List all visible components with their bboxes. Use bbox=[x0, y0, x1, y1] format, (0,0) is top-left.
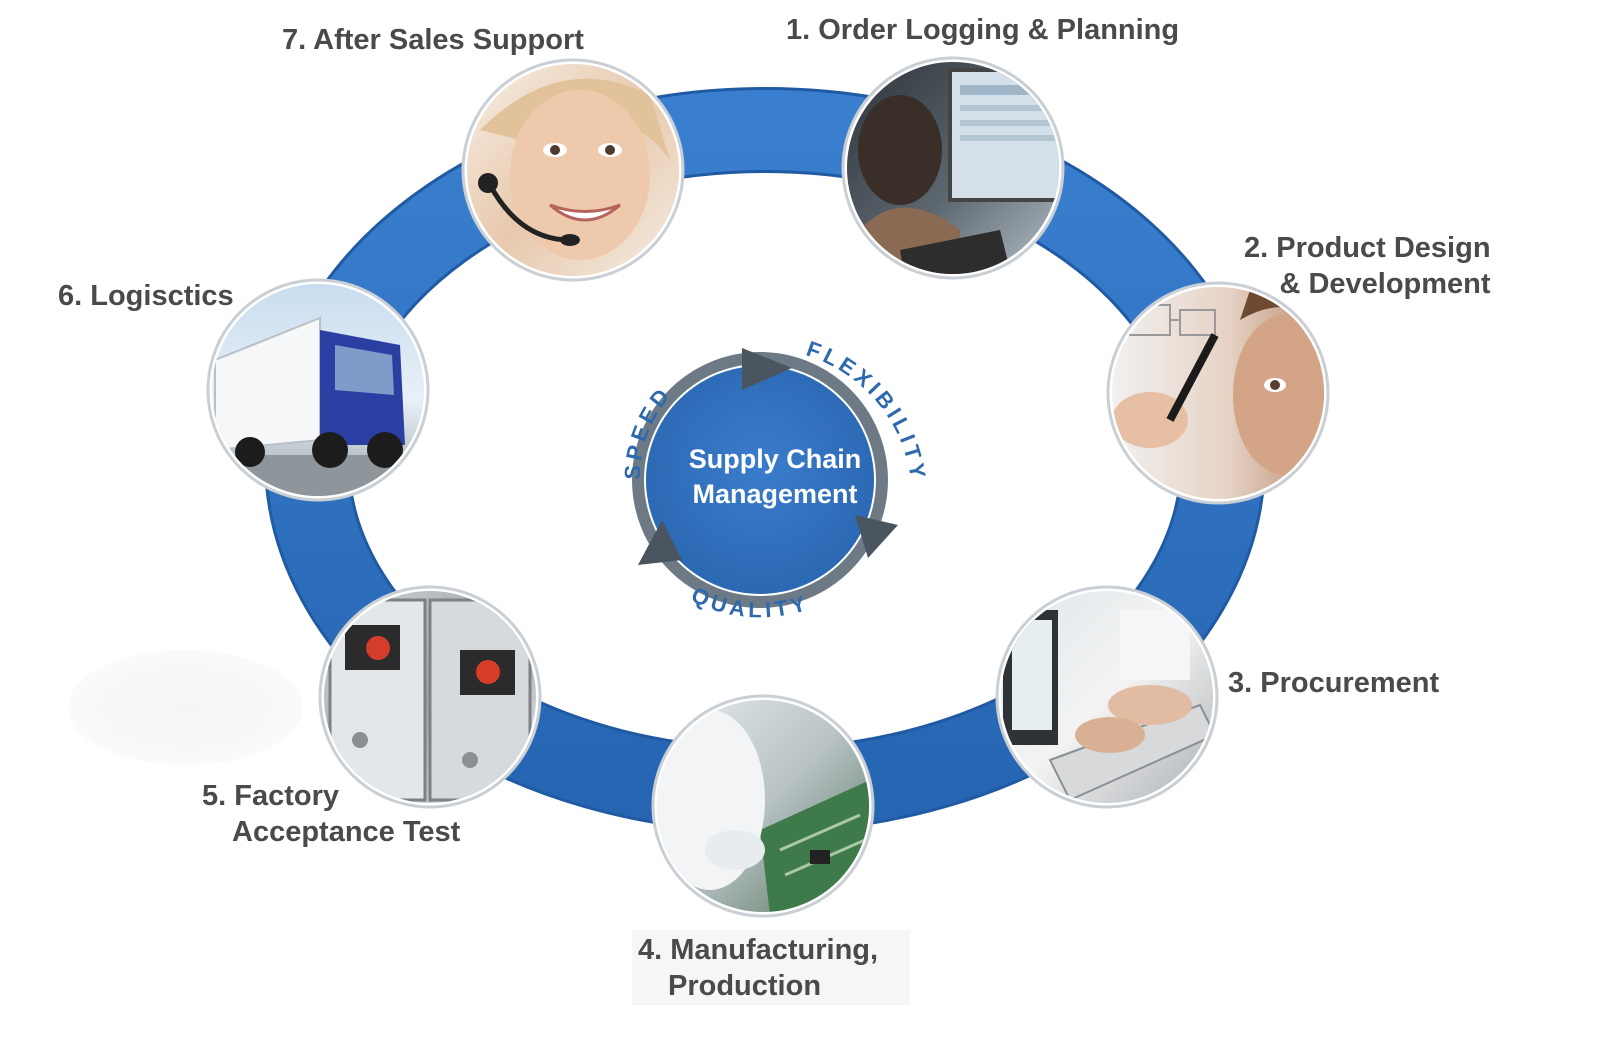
step-7-photo bbox=[461, 58, 685, 282]
step-3-label: 3. Procurement bbox=[1228, 665, 1439, 701]
cycle-arrow-right-icon bbox=[855, 515, 898, 558]
switchgear-panel-icon bbox=[324, 591, 536, 803]
step-5-photo bbox=[318, 585, 542, 809]
hands-on-keyboard-icon bbox=[1001, 591, 1213, 803]
circuit-board-assembly-icon bbox=[657, 700, 869, 912]
center-title-line1: Supply Chain bbox=[688, 444, 862, 474]
step-4-label: 4. Manufacturing, Production bbox=[638, 932, 878, 1004]
step-7-line1: 7. After Sales Support bbox=[282, 24, 584, 56]
step-5-line2: Acceptance Test bbox=[232, 816, 461, 848]
step-1-photo bbox=[841, 56, 1065, 280]
headset-agent-icon bbox=[467, 64, 679, 276]
step-6-photo bbox=[206, 278, 430, 502]
background-blur bbox=[68, 650, 303, 765]
step-6-label: 6. Logisctics bbox=[58, 278, 234, 314]
step-6-line1: 6. Logisctics bbox=[58, 280, 234, 312]
step-2-label: 2. Product Design & Development bbox=[1244, 230, 1491, 302]
center-title: Supply Chain Management bbox=[620, 442, 930, 512]
designer-with-pen-icon bbox=[1112, 287, 1324, 499]
step-3-photo bbox=[995, 585, 1219, 809]
person-at-computer-icon bbox=[847, 62, 1059, 274]
step-2-line1: 2. Product Design bbox=[1244, 232, 1491, 264]
step-5-line1: 5. Factory bbox=[202, 780, 339, 812]
step-2-line2: & Development bbox=[1279, 268, 1491, 300]
cycle-arrow-top-icon bbox=[742, 348, 792, 390]
cycle-arrow-left-icon bbox=[638, 520, 682, 565]
label-background bbox=[632, 930, 910, 1005]
step-2-photo bbox=[1106, 281, 1330, 505]
truck-icon bbox=[212, 284, 424, 496]
step-4-photo bbox=[651, 694, 875, 918]
center-disc bbox=[646, 366, 874, 594]
step-1-label: 1. Order Logging & Planning bbox=[786, 12, 1179, 48]
step-1-line1: 1. Order Logging & Planning bbox=[786, 14, 1180, 46]
step-5-label: 5. Factory Acceptance Test bbox=[202, 778, 460, 850]
step-4-line1: 4. Manufacturing, bbox=[638, 934, 879, 966]
step-4-line2: Production bbox=[668, 970, 822, 1002]
step-3-line1: 3. Procurement bbox=[1228, 667, 1440, 699]
center-title-line2: Management bbox=[692, 479, 858, 509]
step-7-label: 7. After Sales Support bbox=[282, 22, 584, 58]
